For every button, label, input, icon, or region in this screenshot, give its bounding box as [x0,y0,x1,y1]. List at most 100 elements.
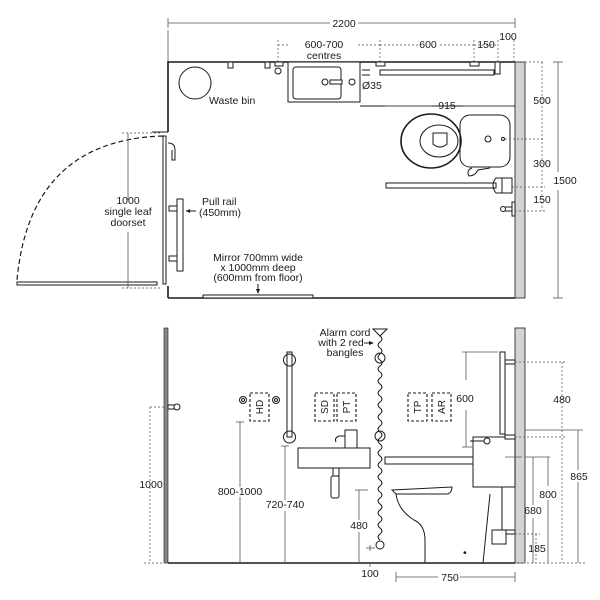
wc-mark: • [463,547,467,559]
light-switch-1 [239,396,247,404]
grab-rail-bracket-1 [375,61,386,67]
mirror-label-1: Mirror 700mm wide [213,252,303,264]
wall-fixing-lower-knob [500,206,506,212]
dim-680: 680 [524,505,542,517]
basin-waste [321,78,329,86]
dim-1000: 1000 [139,479,163,491]
basin-trap-top [332,467,340,477]
pull-rail-bracket-bottom [168,255,178,262]
light-switch-2 [272,396,280,404]
mirror-plan [202,294,314,299]
pull-rail-label: Pull rail [202,196,236,208]
box-hd [249,392,270,422]
dim-480-low: 480 [350,520,368,532]
wc-trap [432,132,448,148]
paper-holder [494,61,501,75]
right-rail-bracket-top [504,359,516,365]
alarm-label-3: bangles [327,347,364,359]
toilet-brush-holder [491,529,507,545]
dim-100: 100 [361,568,379,580]
vertical-grab-rail-right [499,351,506,435]
box-sd-label: SD [320,400,331,414]
brush-bracket [505,529,516,535]
dim-800-1000: 800-1000 [218,486,263,498]
waste-bin [178,66,212,100]
dim-720-740: 720-740 [266,499,305,511]
wc-pan-elevation [395,493,491,564]
box-hd-label: HD [255,400,266,414]
alarm-bangle-2 [374,430,386,442]
dim-150-top: 150 [477,39,495,51]
dim-1500: 1500 [553,175,577,187]
pull-rail-size: (450mm) [199,207,241,219]
dim-centres: centres [307,50,341,62]
wc-seat-elevation [390,486,453,495]
coat-hook [167,142,176,161]
basin-trap [330,475,340,499]
dim-600-top: 600 [419,39,437,51]
door-label-single-leaf: single leaf [104,206,151,218]
dim-750: 750 [441,572,459,584]
mirror-label-2: x 1000mm deep [220,262,295,274]
door-swing-arc [16,135,164,281]
pull-rail-bracket-top [168,205,178,212]
rail-hinge [501,177,513,194]
alarm-label-2: with 2 red [317,337,364,349]
dim-915: 915 [438,100,456,112]
door-leaf [162,135,167,285]
wc-bowl-plan [400,113,462,169]
fixing-1 [227,61,234,69]
alarm-cord-end [375,540,385,550]
grab-rail-flange-bottom [283,430,296,444]
door-label-1000: 1000 [116,195,140,207]
door-threshold [16,281,158,286]
dim-865: 865 [570,471,588,483]
dim-600-elev: 600 [456,393,474,405]
fixing-3 [274,61,284,67]
plan-right-wall [514,61,526,299]
dim-300: 300 [533,158,551,170]
dim-2200: 2200 [332,18,356,30]
dim-500: 500 [533,95,551,107]
flush-lever [467,167,491,177]
box-tp-label: TP [413,400,424,413]
basin-elevation [297,447,371,469]
pan-fixing [501,137,505,141]
drop-down-rail-plan [385,182,497,189]
elevation-left-wall [163,327,169,564]
cistern-elevation [472,436,516,488]
dim-185: 185 [528,543,546,555]
elevation-view: 1000 HD SD PT TP AR Alarm cord with 2 re… [139,327,588,584]
vertical-grab-rail [286,351,293,438]
grab-rail-flange-top [283,353,296,367]
waste-bin-label: Waste bin [209,95,255,107]
box-ar-label: AR [437,400,448,414]
alarm-bangle-1 [374,352,386,364]
grab-rail-bracket-2 [469,61,480,67]
dim-600-700: 600-700 [305,39,344,51]
cistern-plan [459,114,511,168]
flush-lever-elevation [483,437,491,445]
grab-rail-plan [379,69,495,76]
fixing-2 [264,61,271,69]
alarm-ceiling-pull [371,328,389,337]
dim-150-side: 150 [533,194,551,206]
basin-tap-elevation [334,429,358,448]
dim-480-right: 480 [553,394,571,406]
plan-view: 2200 600-700 centres 600 150 100 1000 s [16,18,577,299]
flush-button [484,135,492,143]
alarm-label-1: Alarm cord [320,327,371,339]
alarm-cord [377,335,383,541]
mirror-label-3: (600mm from floor) [213,272,302,284]
right-rail-bracket-bottom [504,434,516,440]
basin-tap [329,79,343,85]
door-label-doorset: doorset [110,217,145,229]
wc-seat-opening [419,124,459,158]
box-sd [314,392,335,422]
dim-800: 800 [539,489,557,501]
box-pt [336,392,357,422]
elevation-right-wall [514,327,526,564]
basin-tap-head [348,78,356,86]
fixing-knob [274,67,282,75]
